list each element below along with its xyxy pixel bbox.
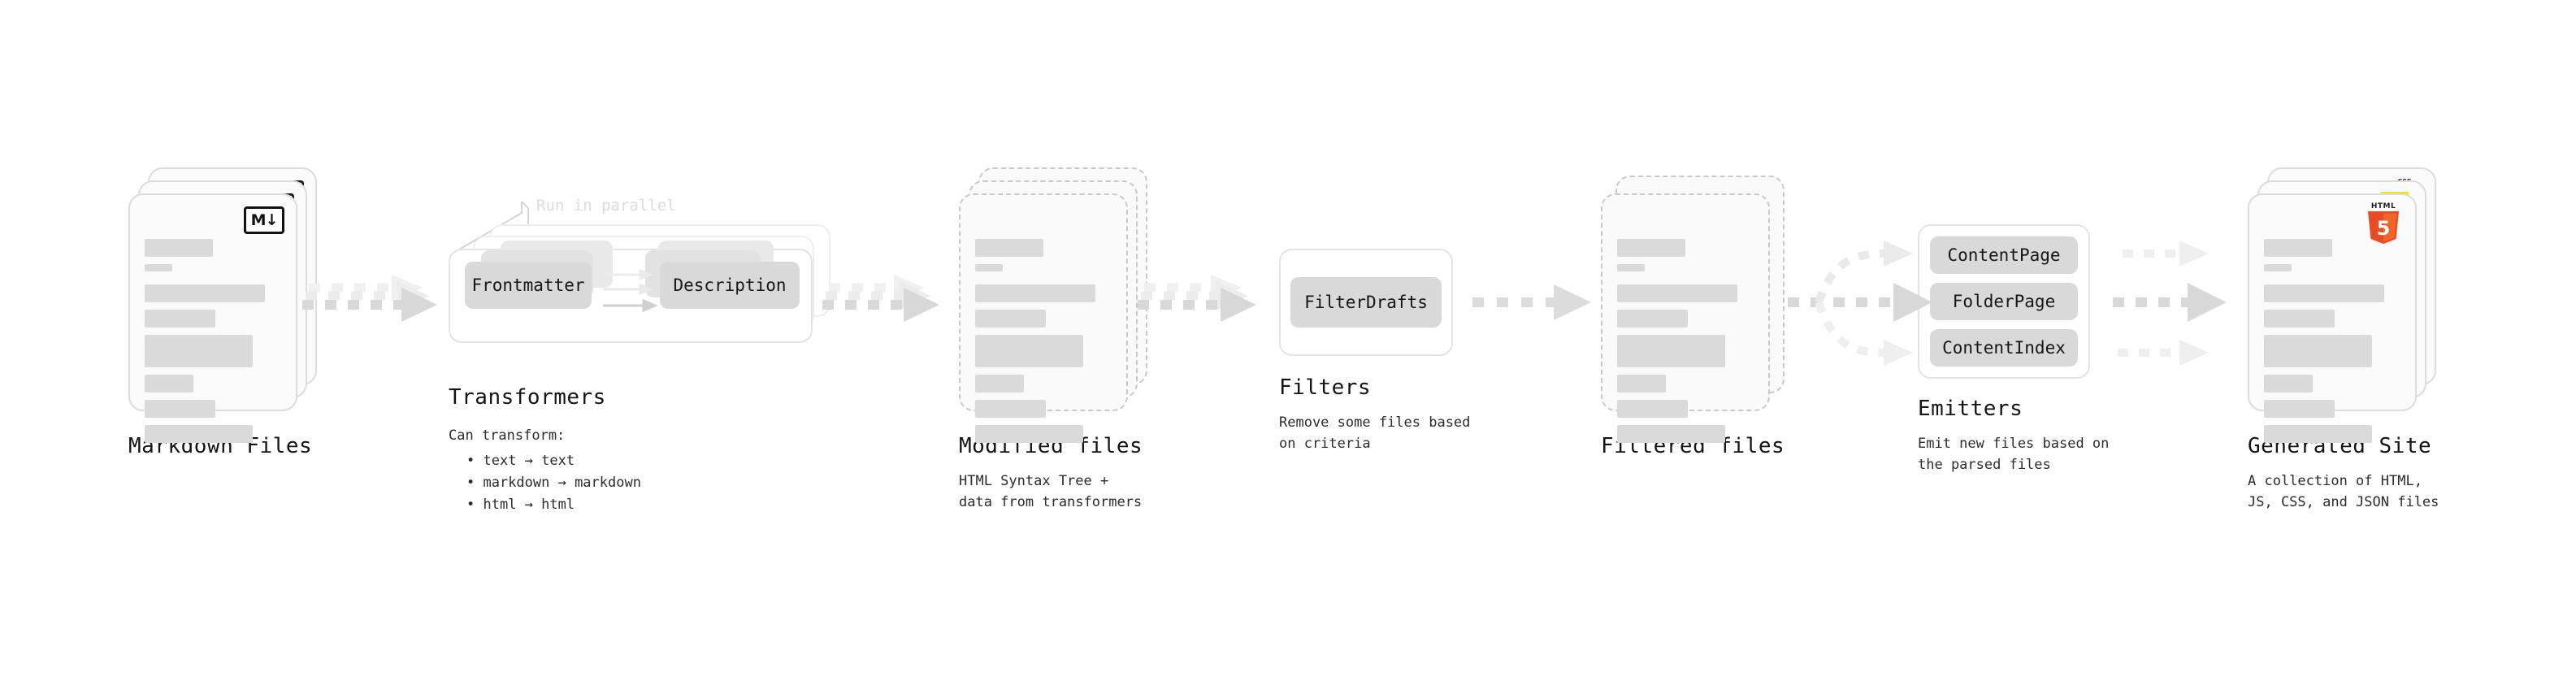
document-card-front <box>1601 193 1770 443</box>
placeholder-bar <box>2264 375 2314 393</box>
capability-label: markdown → markdown <box>483 474 641 491</box>
document-card-front: M↓ <box>128 193 297 443</box>
html5-icon-wordmark: HTML <box>2370 202 2396 210</box>
placeholder-bar <box>2264 239 2332 257</box>
stage-filtered-files: Filtered files <box>1601 176 1796 458</box>
transformer-pill-frontmatter[interactable]: Frontmatter <box>465 262 592 309</box>
run-in-parallel-label: Run in parallel <box>536 197 676 215</box>
connector-filtered-to-emitters <box>1788 241 1932 366</box>
emitter-group-box: ContentPage FolderPage ContentIndex <box>1918 224 2090 379</box>
placeholder-bar <box>145 425 253 443</box>
filtered-file-stack <box>1601 176 1796 443</box>
placeholder-bar <box>1617 335 1725 367</box>
transformer-inner-arrows <box>603 268 658 313</box>
placeholder-bar <box>145 400 216 418</box>
placeholder-bar <box>975 264 1003 271</box>
emitter-pill-contentindex[interactable]: ContentIndex <box>1930 329 2078 367</box>
placeholder-bar <box>975 284 1095 302</box>
placeholder-bar <box>2264 335 2372 367</box>
generated-site-stack: CSS HTML 5 <box>2248 167 2443 443</box>
connector-transformers-to-modified <box>822 275 939 322</box>
stage-title-filters: Filters <box>1279 375 1372 400</box>
placeholder-bar <box>1617 310 1689 327</box>
placeholder-bar <box>975 425 1083 443</box>
emitter-pill-folderpage[interactable]: FolderPage <box>1930 283 2078 320</box>
markdown-icon: M↓ <box>244 206 284 234</box>
placeholder-bar <box>145 284 265 302</box>
placeholder-bar <box>145 310 216 327</box>
placeholder-bar <box>975 239 1043 257</box>
stage-title-transformers: Transformers <box>449 385 606 410</box>
placeholder-bar <box>145 335 253 367</box>
stage-caption-modified-files: HTML Syntax Tree + data from transformer… <box>959 473 1143 510</box>
emitter-pill-contentpage[interactable]: ContentPage <box>1930 236 2078 274</box>
filter-pill-label: FilterDrafts <box>1304 293 1428 312</box>
placeholder-bar <box>1617 400 1689 418</box>
stage-emitters: ContentPage FolderPage ContentIndex Emit… <box>1918 224 2109 475</box>
stage-caption-emitters: Emit new files based on the parsed files <box>1918 436 2110 473</box>
document-placeholder-lines <box>1617 239 1754 450</box>
placeholder-bar <box>2264 284 2384 302</box>
stage-modified-files: Modified files HTML Syntax Tree + data f… <box>959 167 1154 513</box>
list-item: • html → html <box>466 496 575 513</box>
transformer-pill-label: Description <box>673 275 787 295</box>
stage-transformers: Run in parallel Frontmatter <box>449 193 830 517</box>
transformer-pill-description[interactable]: Description <box>660 262 800 309</box>
document-card-front <box>959 193 1128 443</box>
connector-filters-to-filtered <box>1472 284 1591 320</box>
capability-label: text → text <box>483 452 575 469</box>
placeholder-bar <box>975 335 1083 367</box>
document-card-front: HTML 5 <box>2248 193 2417 443</box>
stage-title-emitters: Emitters <box>1918 397 2023 421</box>
list-item: • text → text <box>466 452 575 469</box>
document-placeholder-lines <box>975 239 1112 450</box>
placeholder-bar <box>975 400 1047 418</box>
markdown-icon-letter: M <box>250 210 267 229</box>
placeholder-bar <box>2264 264 2292 271</box>
html5-icon-number: 5 <box>2377 217 2391 240</box>
placeholder-bar <box>975 310 1047 327</box>
document-placeholder-lines <box>2264 239 2400 450</box>
placeholder-bar <box>1617 239 1685 257</box>
emitter-pill-label: ContentPage <box>1947 245 2061 265</box>
transformer-group-box: Frontmatter Description <box>449 241 813 343</box>
document-placeholder-lines <box>145 239 281 450</box>
placeholder-bar <box>145 375 194 393</box>
placeholder-bar <box>1617 264 1645 271</box>
stage-markdown-files: M↓ M↓ M↓ Markdown Files <box>128 167 323 458</box>
emitter-pill-label: ContentIndex <box>1942 338 2066 358</box>
connector-modified-to-filters <box>1138 275 1256 322</box>
placeholder-bar <box>975 375 1025 393</box>
placeholder-bar <box>1617 425 1725 443</box>
stage-caption-transformers: Can transform: <box>449 427 566 444</box>
markdown-icon-arrow: ↓ <box>265 210 279 229</box>
placeholder-bar <box>145 239 213 257</box>
transformer-pill-label: Frontmatter <box>471 275 585 295</box>
placeholder-bar <box>145 264 172 271</box>
stage-caption-generated-site: A collection of HTML, JS, CSS, and JSON … <box>2248 473 2439 510</box>
html5-icon-shield: 5 <box>2368 211 2399 244</box>
placeholder-bar <box>2264 310 2335 327</box>
placeholder-bar <box>2264 425 2372 443</box>
placeholder-bar <box>1617 284 1737 302</box>
stage-filters: FilterDrafts Filters Remove some files b… <box>1279 249 1470 454</box>
connector-emitters-to-site <box>2113 241 2227 366</box>
placeholder-bar <box>1617 375 1667 393</box>
transformer-capability-list: • text → text • markdown → markdown • ht… <box>449 450 822 517</box>
modified-file-stack <box>959 167 1154 443</box>
placeholder-bar <box>2264 400 2335 418</box>
stage-caption-filters: Remove some files based on criteria <box>1279 414 1471 452</box>
filter-pill-filterdrafts[interactable]: FilterDrafts <box>1290 277 1442 327</box>
list-item: • markdown → markdown <box>466 474 641 491</box>
stage-generated-site: CSS HTML 5 <box>2248 167 2443 513</box>
markdown-file-stack: M↓ M↓ M↓ <box>128 167 323 443</box>
filter-group-box: FilterDrafts <box>1279 249 1453 356</box>
emitter-pill-label: FolderPage <box>1952 292 2056 311</box>
html5-icon: HTML 5 <box>2365 203 2402 245</box>
capability-label: html → html <box>483 496 575 513</box>
